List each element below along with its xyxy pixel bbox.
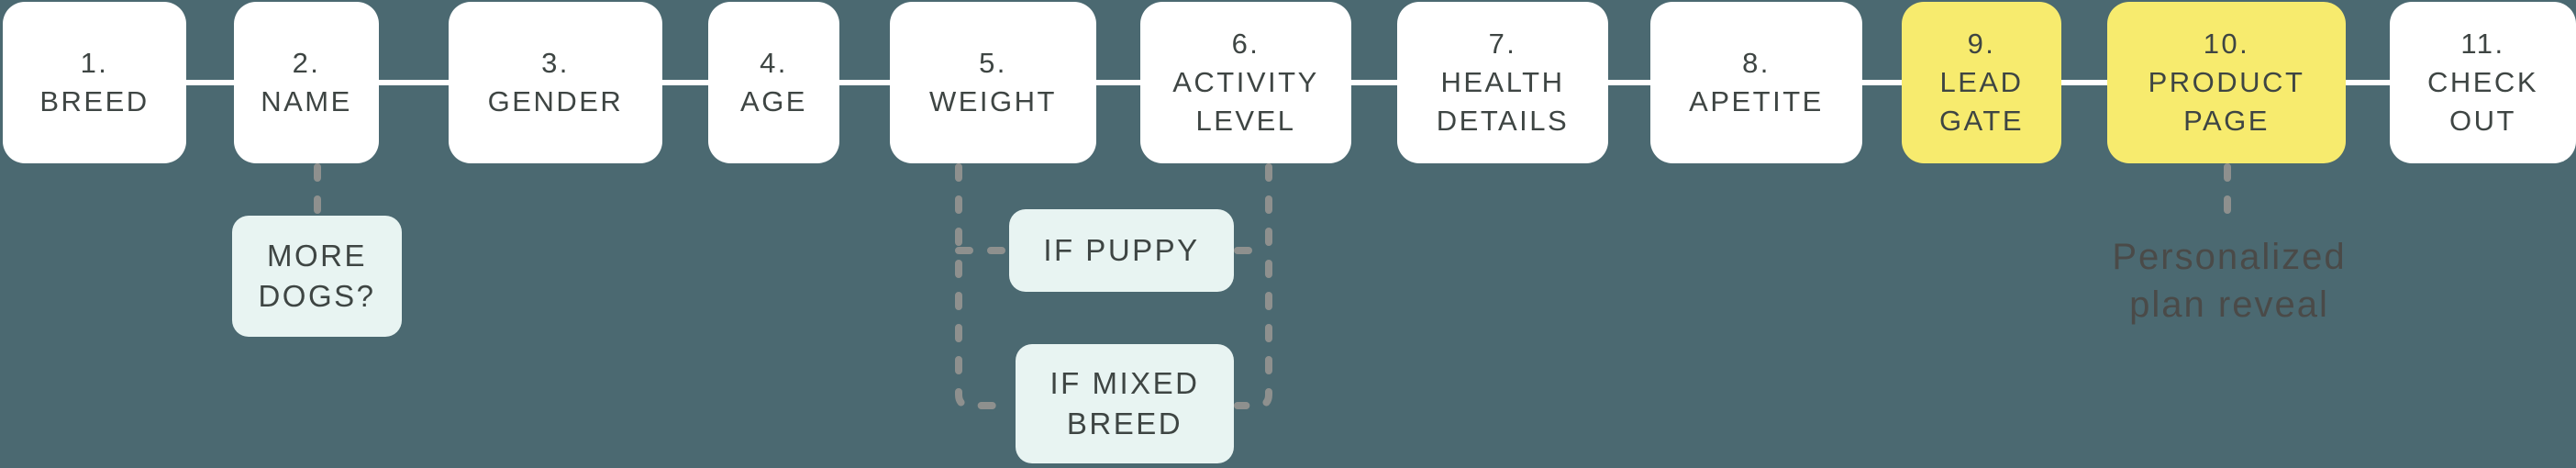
step-number: 10. — [2203, 28, 2250, 60]
if-puppy-box: IF PUPPY — [1009, 209, 1234, 292]
step-label: GENDER — [487, 85, 624, 117]
step-number: 6. — [1231, 28, 1260, 60]
step-box-apetite: 8. APETITE — [1650, 2, 1862, 163]
step-number: 2. — [292, 47, 321, 79]
personalized-plan-note: Personalized plan reveal — [2112, 237, 2347, 325]
if-mixed-breed-box: IF MIXED BREED — [1016, 344, 1234, 463]
step-label: ACTIVITY LEVEL — [1172, 66, 1319, 137]
activity-branch-dashed-rail — [1234, 163, 1272, 409]
step-box-check-out: 11. CHECK OUT — [2390, 2, 2576, 163]
step-label: HEALTH DETAILS — [1436, 66, 1570, 137]
step-box-activity-level: 6. ACTIVITY LEVEL — [1140, 2, 1351, 163]
step-label: APETITE — [1689, 85, 1824, 117]
step-label: BREED — [39, 85, 150, 117]
step-number: 11. — [2460, 28, 2505, 60]
step-number: 8. — [1742, 47, 1771, 79]
more-dogs-box: MORE DOGS? — [232, 216, 402, 337]
step-number: 1. — [80, 47, 109, 79]
step-number: 7. — [1488, 28, 1517, 60]
step-box-health-details: 7. HEALTH DETAILS — [1397, 2, 1608, 163]
step-box-name: 2. NAME — [234, 2, 379, 163]
step-label: NAME — [261, 85, 352, 117]
step-number: 9. — [1967, 28, 1996, 60]
step-label: PRODUCT PAGE — [2148, 66, 2305, 137]
step-label: AGE — [740, 85, 807, 117]
step-number: 3. — [541, 47, 570, 79]
step-label: LEAD GATE — [1938, 66, 2025, 137]
step-label: WEIGHT — [929, 85, 1057, 117]
step-box-weight: 5. WEIGHT — [890, 2, 1096, 163]
step-box-age: 4. AGE — [708, 2, 839, 163]
weight-branch-dashed-rail — [955, 163, 1016, 409]
step-box-product-page: 10. PRODUCT PAGE — [2107, 2, 2346, 163]
step-number: 5. — [979, 47, 1007, 79]
step-box-lead-gate: 9. LEAD GATE — [1902, 2, 2061, 163]
step-number: 4. — [760, 47, 788, 79]
step-label: CHECK OUT — [2426, 66, 2538, 137]
step-box-gender: 3. GENDER — [449, 2, 662, 163]
step-box-breed: 1. BREED — [3, 2, 186, 163]
